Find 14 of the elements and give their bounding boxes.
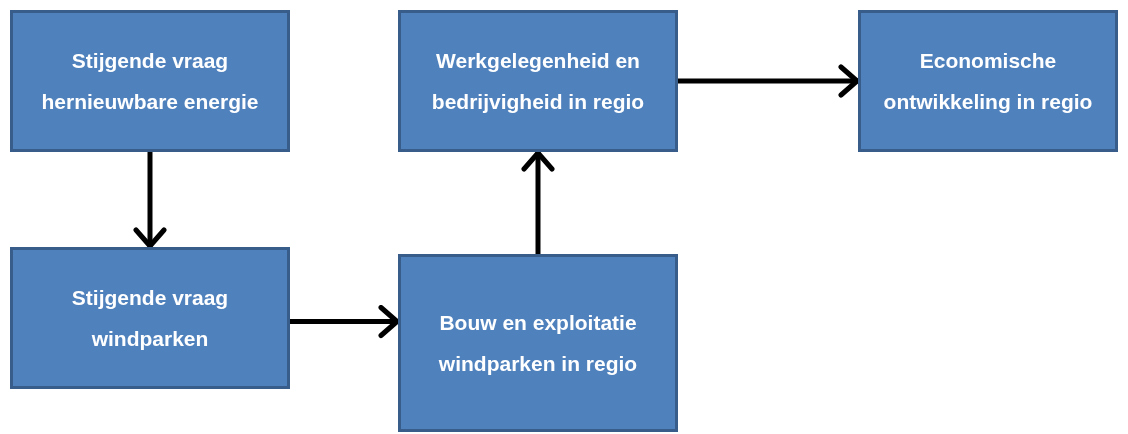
process-box <box>398 254 678 432</box>
process-box <box>10 247 290 389</box>
process-box <box>398 10 678 152</box>
process-box <box>10 10 290 152</box>
arrow <box>290 305 400 338</box>
process-box <box>858 10 1118 152</box>
arrow <box>133 152 167 249</box>
box-label: Stijgende vraag hernieuwbare energie <box>40 48 260 115</box>
box-label: Bouw en exploitatie windparken in regio <box>437 310 639 377</box>
arrow <box>521 150 555 254</box>
box-label: Werkgelegenheid en bedrijvigheid in regio <box>430 48 646 115</box>
box-label: Economische ontwikkeling in regio <box>882 48 1094 115</box>
arrow <box>678 64 860 98</box>
box-label: Stijgende vraag windparken <box>70 285 230 352</box>
